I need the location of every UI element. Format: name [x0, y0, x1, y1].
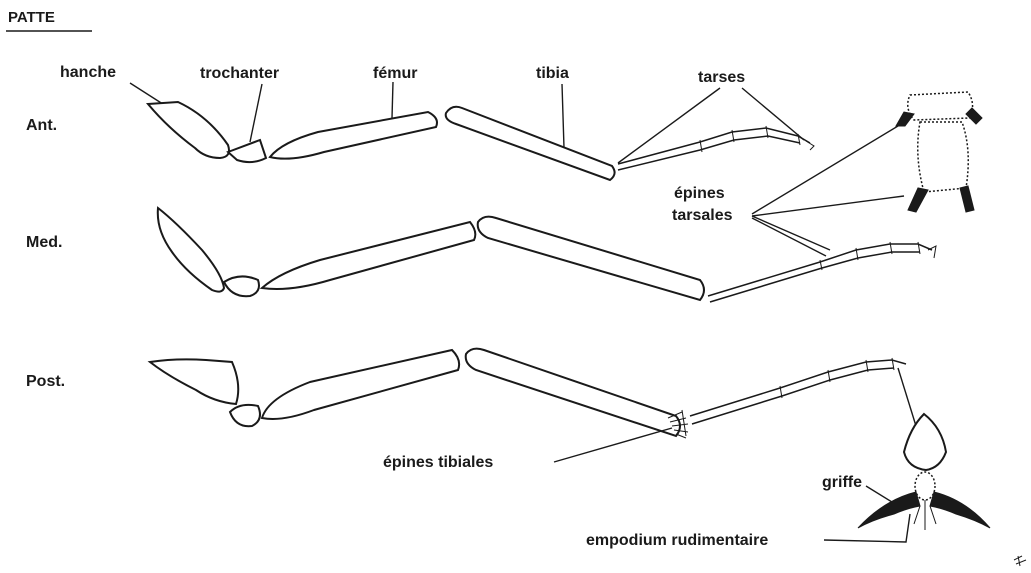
median-coxa	[156, 206, 226, 293]
median-tibia	[476, 215, 705, 302]
epines-tibiales-leader	[553, 427, 673, 463]
tarsal-spine-left-upper	[895, 111, 915, 127]
tarsal-spine-right-lower	[959, 185, 975, 213]
anterior-trochanter	[226, 138, 268, 164]
tarsal-detail-lower-segment	[917, 121, 969, 193]
claw-detail-pointer	[897, 367, 917, 427]
leg-posterior	[147, 347, 907, 439]
row-label-anterior: Ant.	[26, 117, 57, 134]
posterior-tarsus	[689, 359, 907, 425]
leg-median	[156, 206, 937, 303]
diagram-title: PATTE	[8, 9, 55, 26]
label-tarses: tarses	[698, 69, 745, 86]
posterior-tibia	[464, 347, 681, 438]
label-trochanter: trochanter	[200, 65, 279, 82]
claw-left	[857, 491, 921, 529]
claw-right	[929, 491, 991, 529]
anterior-coxa	[145, 100, 230, 160]
artist-mark	[1013, 555, 1027, 567]
empodium-leader	[823, 513, 911, 543]
label-femur: fémur	[373, 65, 417, 82]
row-label-median: Med.	[26, 234, 62, 251]
posterior-tibial-spines	[667, 409, 689, 439]
claw-empodium-bristles	[913, 500, 937, 530]
anterior-tarsus-joints	[699, 125, 815, 153]
claw-detail	[857, 367, 991, 530]
leg-anterior	[145, 100, 815, 182]
median-tarsus-joints	[819, 241, 937, 271]
tarsal-spine-left-lower	[907, 187, 929, 213]
label-empodium: empodium rudimentaire	[586, 532, 768, 549]
tarsal-spine-right-upper	[965, 107, 983, 125]
epines-tarsales-leaders	[751, 125, 905, 257]
label-epines-tarsales-line2: tarsales	[672, 207, 733, 224]
posterior-femur	[260, 348, 461, 420]
median-trochanter	[222, 275, 260, 298]
label-hanche: hanche	[60, 64, 116, 81]
label-griffe: griffe	[822, 474, 862, 491]
anterior-femur	[268, 110, 438, 160]
tarsal-detail-upper-segment	[907, 91, 974, 121]
label-epines-tibiales: épines tibiales	[383, 454, 493, 471]
claw-empodium	[914, 471, 936, 501]
row-label-posterior: Post.	[26, 373, 65, 390]
anterior-tarsus	[617, 127, 811, 171]
anterior-tibia	[444, 105, 616, 182]
posterior-trochanter	[228, 403, 261, 428]
posterior-tarsus-joints	[779, 357, 895, 399]
claw-terminal-segment	[902, 412, 948, 472]
tarsal-spine-detail	[895, 91, 983, 213]
label-epines-tarsales-line1: épines	[674, 185, 725, 202]
top-leader-lines	[129, 81, 805, 164]
posterior-coxa	[147, 358, 240, 406]
griffe-leader	[865, 485, 893, 503]
label-tibia: tibia	[536, 65, 569, 82]
median-femur	[259, 220, 477, 290]
